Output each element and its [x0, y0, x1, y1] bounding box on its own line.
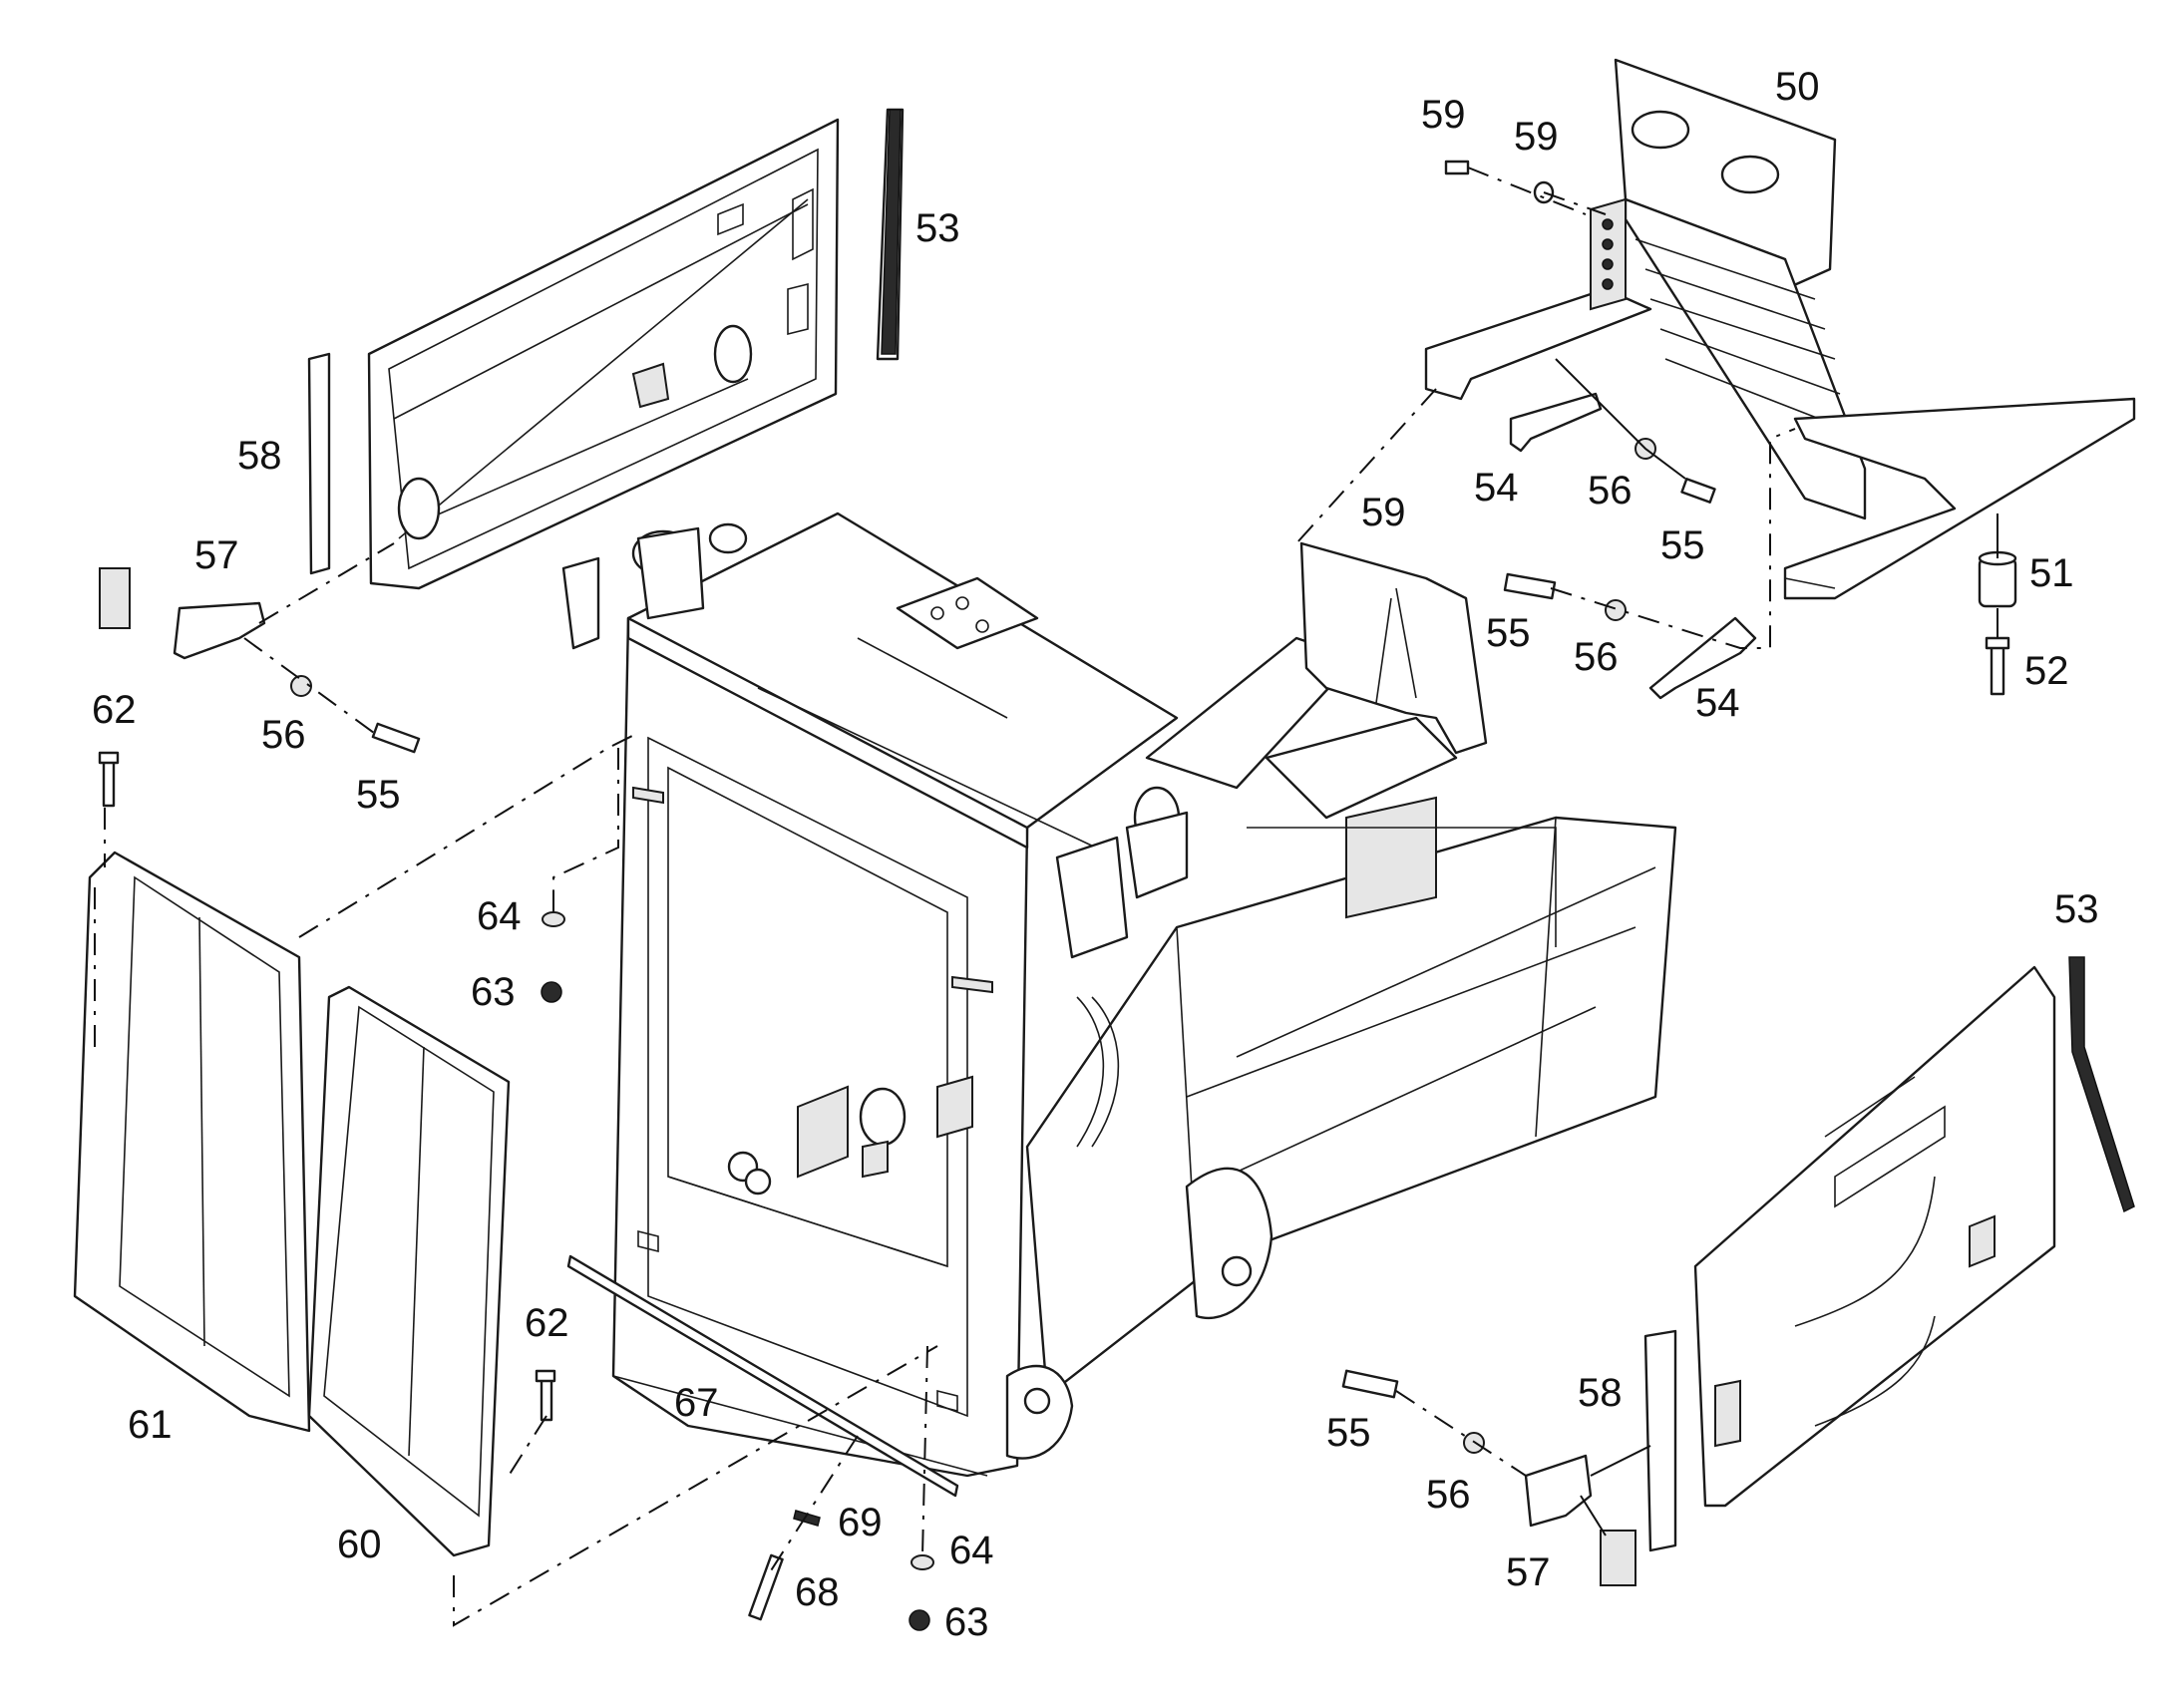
callout-53-right: 53 — [2054, 887, 2099, 931]
strip-58-right — [1643, 1329, 1677, 1552]
callout-53-top: 53 — [915, 206, 960, 250]
callout-64-bottom: 64 — [949, 1529, 994, 1572]
callout-59-top-left: 59 — [1421, 93, 1466, 137]
seal-strip-53-right — [2068, 956, 2135, 1213]
callout-55-top: 55 — [1660, 523, 1705, 567]
callout-69: 69 — [838, 1501, 883, 1544]
callout-67: 67 — [674, 1381, 719, 1425]
guard-plate-59 — [1299, 541, 1488, 755]
bolt-52 — [1985, 636, 2010, 696]
main-frame — [561, 512, 1677, 1478]
callout-61: 61 — [128, 1403, 173, 1447]
callout-68: 68 — [795, 1570, 840, 1614]
grille-61 — [73, 851, 311, 1433]
callout-59-top-right: 59 — [1514, 115, 1559, 159]
callout-55-left: 55 — [356, 773, 401, 817]
callout-56-left: 56 — [261, 713, 306, 757]
hinge-57-left — [99, 567, 266, 660]
callout-56-top: 56 — [1588, 469, 1633, 512]
callout-58-right: 58 — [1578, 1371, 1623, 1415]
callout-54-mid: 54 — [1695, 681, 1740, 725]
callout-55-right: 55 — [1326, 1411, 1371, 1455]
callout-labels: 50 59 59 53 58 57 54 56 55 59 51 55 56 5… — [92, 65, 2099, 1644]
hinge-57-right — [1524, 1454, 1636, 1586]
callout-57-right: 57 — [1506, 1550, 1551, 1594]
strip-58-left — [307, 352, 331, 575]
callout-62-top: 62 — [92, 688, 137, 732]
callout-63-bottom: 63 — [944, 1600, 989, 1644]
leader-lines — [94, 167, 1998, 1627]
fasteners — [98, 160, 1716, 1631]
right-side-panel — [1693, 965, 2056, 1508]
callout-52: 52 — [2024, 649, 2069, 693]
callout-60: 60 — [337, 1523, 382, 1566]
callout-56-mid: 56 — [1574, 635, 1619, 679]
callout-57-left: 57 — [194, 533, 239, 577]
seal-strip-53-top — [876, 108, 905, 361]
callout-56-right: 56 — [1426, 1473, 1471, 1517]
callout-59-mid: 59 — [1361, 491, 1406, 534]
bracket-54 — [1509, 392, 1757, 700]
callout-58-left: 58 — [237, 434, 282, 478]
callout-50: 50 — [1775, 65, 1820, 109]
callout-62-bottom: 62 — [525, 1301, 569, 1345]
grille-60 — [307, 985, 511, 1557]
bushing-51 — [1978, 550, 2017, 608]
callout-51: 51 — [2029, 551, 2074, 595]
left-side-panel — [367, 118, 840, 590]
sill-strip-67 — [566, 1254, 959, 1498]
rear-frame-assembly — [1424, 58, 2136, 600]
callout-55-mid: 55 — [1486, 611, 1531, 655]
callout-63-top: 63 — [471, 970, 516, 1014]
callout-64-top: 64 — [477, 894, 522, 938]
callout-54-top: 54 — [1474, 466, 1519, 510]
